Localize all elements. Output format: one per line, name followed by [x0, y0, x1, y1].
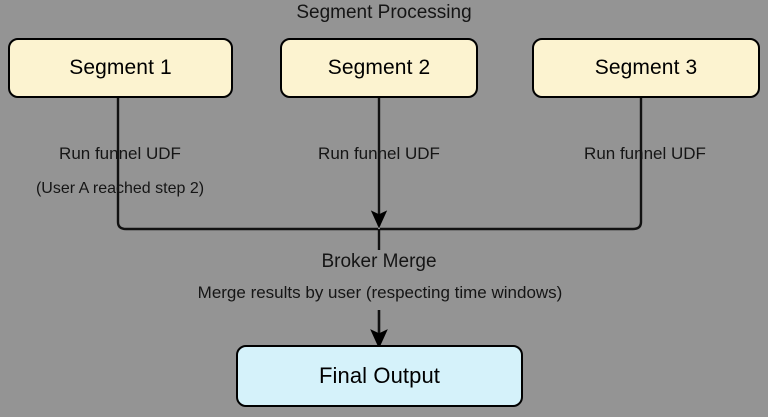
edge-label-segment-2: Run funnel UDF	[318, 144, 440, 163]
edge-label-segment-1-secondary: (User A reached step 2)	[35, 180, 205, 197]
diagram-title: Segment Processing	[296, 2, 472, 23]
broker-merge-subtitle: Merge results by user (respecting time w…	[197, 283, 563, 302]
node-final-output[interactable]: Final Output	[236, 345, 523, 407]
node-segment-3[interactable]: Segment 3	[532, 38, 760, 98]
edge-label-segment-1-primary: Run funnel UDF	[59, 144, 181, 163]
connector-segment1-to-merge	[116, 98, 378, 231]
edge-label-segment-3: Run funnel UDF	[584, 144, 706, 163]
node-segment-2[interactable]: Segment 2	[280, 38, 478, 98]
connector-segment3-to-merge	[380, 98, 643, 231]
broker-merge-title: Broker Merge	[321, 251, 437, 272]
node-segment-1[interactable]: Segment 1	[8, 38, 233, 98]
